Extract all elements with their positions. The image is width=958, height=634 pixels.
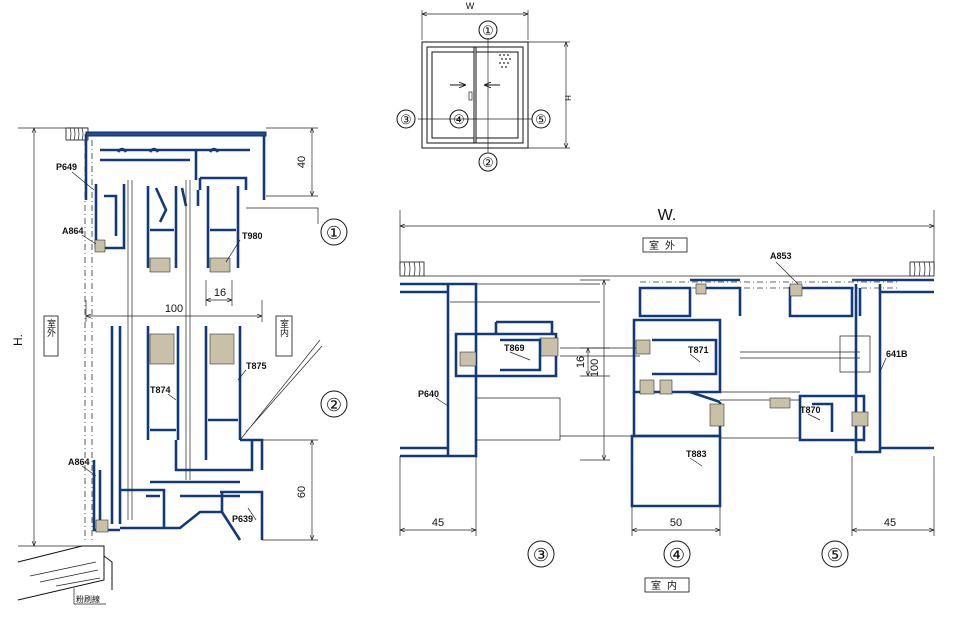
- sill-label: 粉刷線: [76, 594, 100, 604]
- middle-interlock-profile: [630, 278, 742, 508]
- overview-marker-4: ④: [453, 112, 465, 127]
- part-label-A864-lower: A864: [68, 457, 90, 467]
- head-frame: [84, 131, 267, 200]
- part-label-A853: A853: [770, 251, 792, 261]
- right-dim-100: 100: [589, 359, 601, 377]
- right-dim-45-left: 45: [432, 517, 444, 529]
- wall-hatch-right: [909, 261, 935, 277]
- part-label-T883: T883: [686, 449, 707, 459]
- right-dim-16: 16: [575, 356, 587, 368]
- left-dim-40: 40: [296, 156, 308, 168]
- right-dim-50: 50: [670, 517, 682, 529]
- part-label-T875: T875: [246, 361, 267, 371]
- right-exterior-label: 室外: [649, 239, 681, 252]
- part-label-T870: T870: [800, 405, 821, 415]
- left-marker-1: ①: [326, 223, 342, 243]
- part-label-T871: T871: [688, 345, 709, 355]
- left-dim-100: 100: [165, 303, 183, 315]
- part-label-T980: T980: [242, 231, 263, 241]
- vertical-section: H. 室外 室内: [11, 127, 348, 605]
- lower-sash-profiles: [92, 326, 264, 541]
- overview-marker-5: ⑤: [535, 112, 547, 127]
- part-label-641B: 641B: [886, 349, 908, 359]
- upper-sash-profiles: [94, 184, 240, 273]
- left-exterior-label: 室外: [46, 318, 56, 338]
- right-dim-45-right: 45: [884, 517, 896, 529]
- left-jamb-profile: [400, 282, 561, 458]
- wall-hatch-left: [399, 261, 425, 277]
- overview-marker-3: ③: [400, 112, 412, 127]
- part-label-P639: P639: [232, 514, 253, 524]
- left-dim-16: 16: [214, 287, 226, 299]
- overview-elevation: W H ① ② ③ ④ ⑤: [396, 1, 572, 172]
- left-dim-60: 60: [296, 486, 308, 498]
- part-label-T874: T874: [150, 385, 171, 395]
- right-width-label: W.: [658, 207, 677, 224]
- overview-marker-1: ①: [482, 23, 494, 38]
- part-label-P649: P649: [56, 162, 77, 172]
- overview-marker-2: ②: [482, 155, 494, 170]
- right-interior-label: 室内: [651, 579, 683, 592]
- left-marker-2: ②: [326, 395, 342, 415]
- right-marker-3: ③: [533, 545, 549, 565]
- part-label-T869: T869: [504, 343, 525, 353]
- left-height-label: H.: [11, 334, 25, 346]
- sill-slope: [17, 545, 113, 601]
- insect-screen-pattern: [499, 54, 511, 68]
- horizontal-section: W. 室外: [399, 207, 935, 593]
- overview-width-label: W: [466, 1, 475, 11]
- right-jamb-profile: [769, 278, 934, 454]
- part-label-A864-upper: A864: [62, 226, 84, 236]
- right-marker-4: ④: [669, 545, 685, 565]
- overview-height-label: H: [563, 95, 572, 101]
- right-marker-5: ⑤: [827, 545, 843, 565]
- left-interior-label: 室内: [279, 318, 289, 338]
- part-label-P640: P640: [418, 389, 439, 399]
